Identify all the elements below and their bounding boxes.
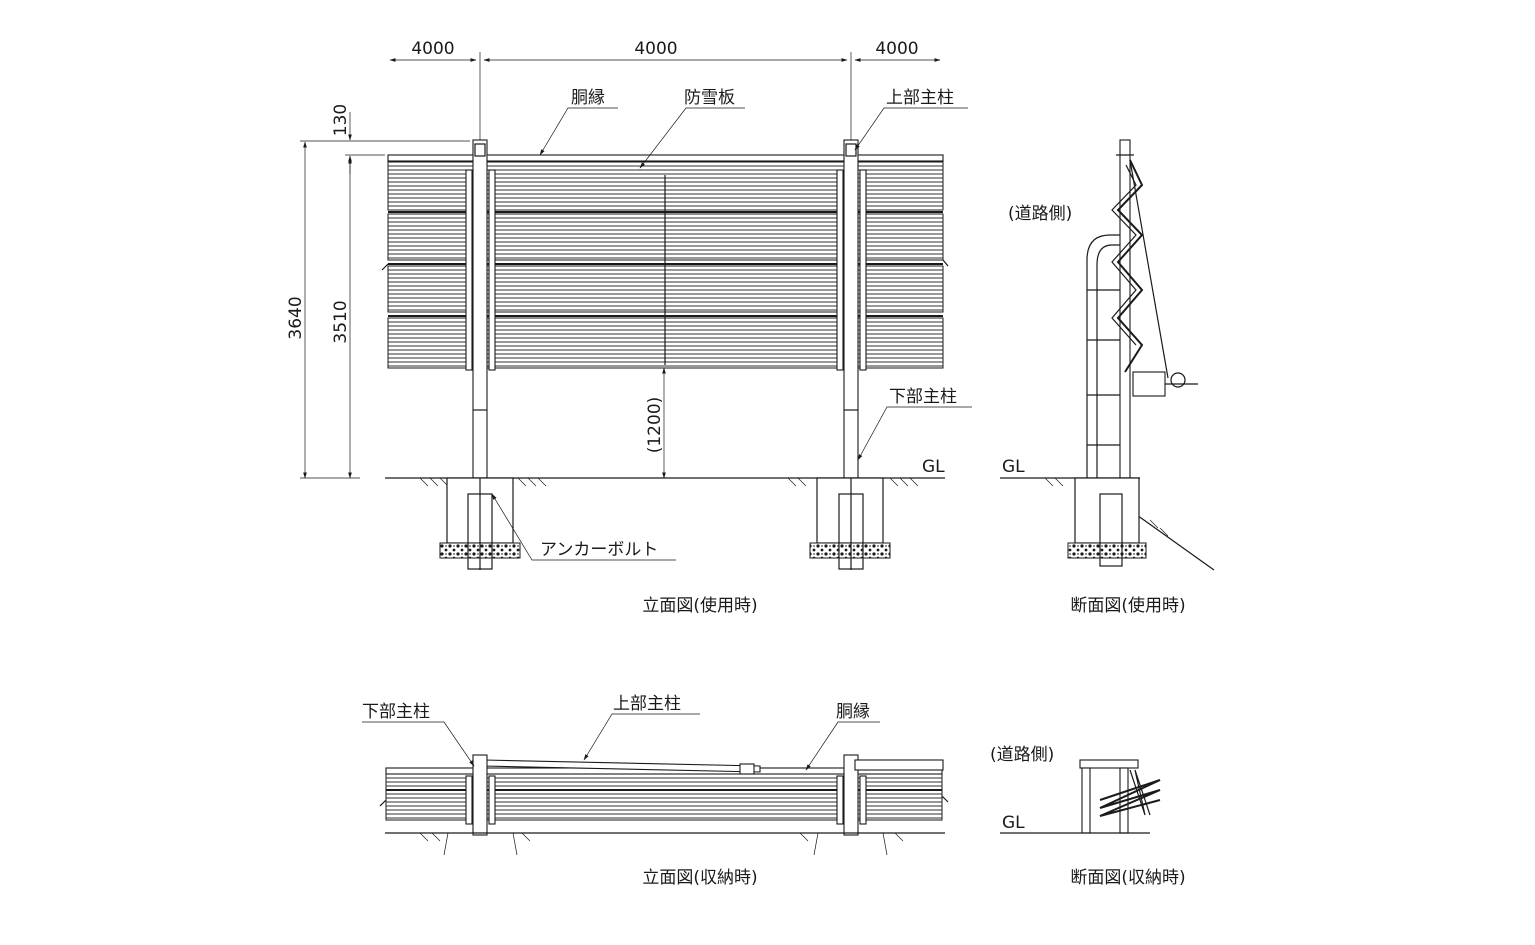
section-stored: (道路側) GL 断面図(収納時)	[990, 745, 1186, 888]
label-road-side-use: (道路側)	[1008, 204, 1072, 224]
label-kabu-shuchu-stored: 下部主柱	[362, 702, 430, 722]
dim-top-offset: 130	[331, 104, 351, 136]
caption-elevation-use: 立面図(使用時)	[642, 595, 757, 616]
gl-label-elevation: GL	[922, 457, 945, 477]
caption-section-stored: 断面図(収納時)	[1070, 868, 1185, 888]
dim-span-left: 4000	[411, 39, 454, 59]
top-dimension-chain: 4000 4000 4000	[389, 39, 941, 140]
gl-label-section-stored: GL	[1002, 813, 1025, 833]
label-road-side-stored: (道路側)	[990, 745, 1054, 765]
label-doen: 胴縁	[571, 88, 605, 108]
vertical-dimensions: 130 3640 3510 (1200)	[286, 104, 666, 479]
dim-total-height: 3640	[286, 296, 306, 339]
elevation-stored: 下部主柱 上部主柱 胴縁 立面図(収納時)	[362, 694, 949, 888]
dim-fence-height: 3510	[331, 300, 351, 343]
elevation-in-use: 4000 4000 4000 130 3640 3510 (1200)	[286, 39, 972, 616]
label-anchor-bolt: アンカーボルト	[540, 540, 658, 560]
label-bousetsuban: 防雪板	[684, 88, 735, 108]
dim-clearance: (1200)	[645, 397, 665, 454]
dim-span-right: 4000	[875, 39, 918, 59]
elevation-labels: 胴縁 防雪板 上部主柱 下部主柱 アンカーボルト	[491, 88, 972, 561]
section-in-use: (道路側) GL 断面図(使用時)	[1000, 139, 1215, 616]
label-jobu-shuchu-stored: 上部主柱	[613, 694, 681, 714]
dim-span-center: 4000	[634, 39, 677, 59]
label-kabu-shuchu: 下部主柱	[889, 387, 957, 407]
caption-section-use: 断面図(使用時)	[1070, 595, 1185, 616]
gl-label-section: GL	[1002, 457, 1025, 477]
caption-elevation-stored: 立面図(収納時)	[642, 868, 757, 888]
label-doen-stored: 胴縁	[836, 702, 870, 722]
ground-and-foundations: GL	[385, 457, 945, 570]
label-jobu-shuchu: 上部主柱	[886, 88, 954, 108]
